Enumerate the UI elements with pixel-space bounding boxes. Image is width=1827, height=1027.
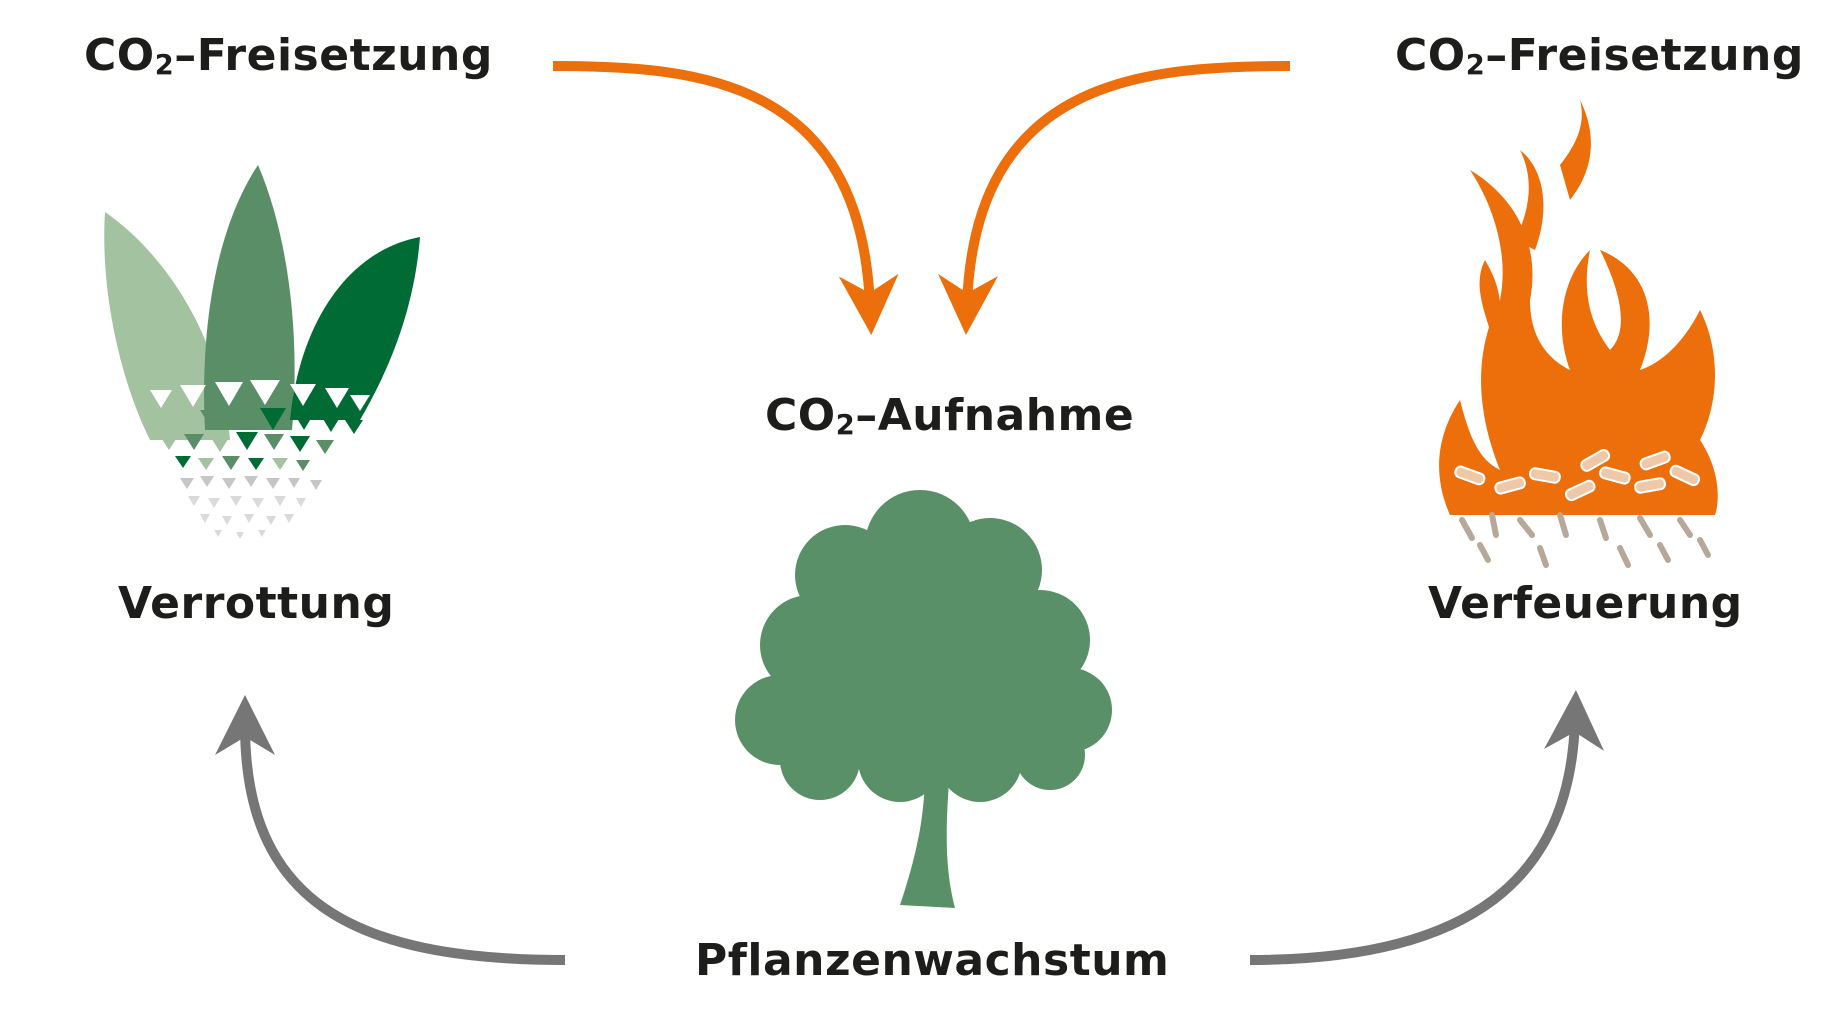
arrow-growth-to-combustion	[1249, 690, 1605, 965]
co2-release-label-left: CO2–Freisetzung	[84, 30, 493, 82]
plant-growth-label: Pflanzenwachstum	[695, 935, 1170, 986]
co2-uptake-label: CO2–Aufnahme	[765, 390, 1135, 442]
flame-pellets-icon	[1439, 100, 1718, 568]
arrow-release-left-to-uptake	[552, 61, 899, 335]
tree-icon	[735, 490, 1112, 908]
decay-label: Verrottung	[118, 578, 395, 629]
arrow-growth-to-decay	[215, 695, 566, 965]
co2-release-label-right: CO2–Freisetzung	[1395, 30, 1804, 82]
arrow-release-right-to-uptake	[938, 61, 1291, 335]
leaves-decay-icon	[104, 165, 420, 539]
combustion-label: Verfeuerung	[1428, 578, 1743, 629]
